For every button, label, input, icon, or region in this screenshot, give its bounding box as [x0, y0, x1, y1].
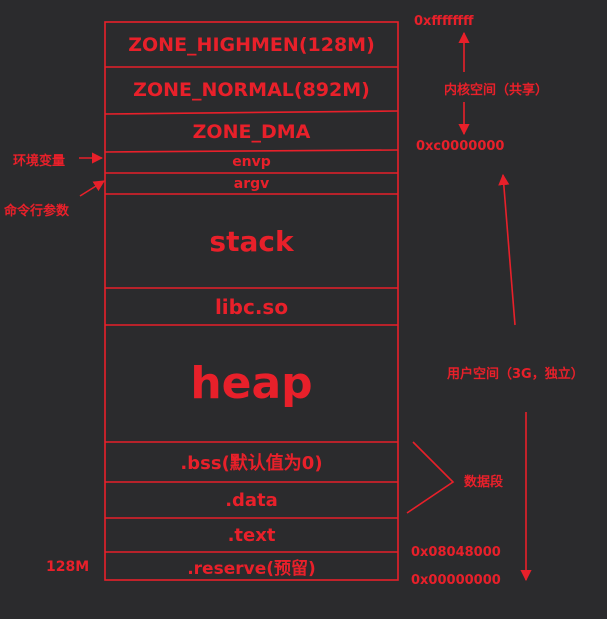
segment-zone-highmem: ZONE_HIGHMEN(128M) [128, 34, 375, 56]
user-arrow-up [498, 173, 516, 326]
data-segment-brace [406, 441, 455, 514]
segment-zone-normal: ZONE_NORMAL(892M) [133, 79, 370, 101]
address-text-start: 0x08048000 [411, 545, 501, 560]
data-segment-label: 数据段 [464, 475, 504, 490]
reserve-size-label: 128M [46, 559, 90, 575]
segment-data: .data [225, 489, 278, 511]
cmd-args-arrow [79, 180, 105, 197]
cmd-args-label: 命令行参数 [4, 204, 70, 219]
divider-normal-dma [104, 110, 399, 115]
segment-bss: .bss(默认值为0) [180, 453, 323, 474]
segment-reserve: .reserve(预留) [187, 558, 316, 579]
segment-heap: heap [190, 358, 313, 409]
divider-dma-envp [104, 149, 399, 153]
user-space-label: 用户空间（3G，独立） [447, 367, 584, 382]
address-top: 0xffffffff [414, 14, 474, 29]
segment-argv: argv [233, 175, 270, 192]
segment-envp: envp [232, 154, 271, 170]
segment-stack: stack [209, 224, 294, 258]
memory-map-outline [104, 21, 399, 581]
segment-text: .text [227, 524, 276, 546]
address-kernel-base: 0xc0000000 [416, 139, 505, 154]
kernel-space-label: 内核空间（共享） [444, 83, 549, 98]
segment-libc: libc.so [214, 294, 289, 319]
env-vars-label: 环境变量 [13, 154, 66, 169]
address-zero: 0x00000000 [411, 573, 501, 588]
segment-zone-dma: ZONE_DMA [192, 121, 311, 143]
